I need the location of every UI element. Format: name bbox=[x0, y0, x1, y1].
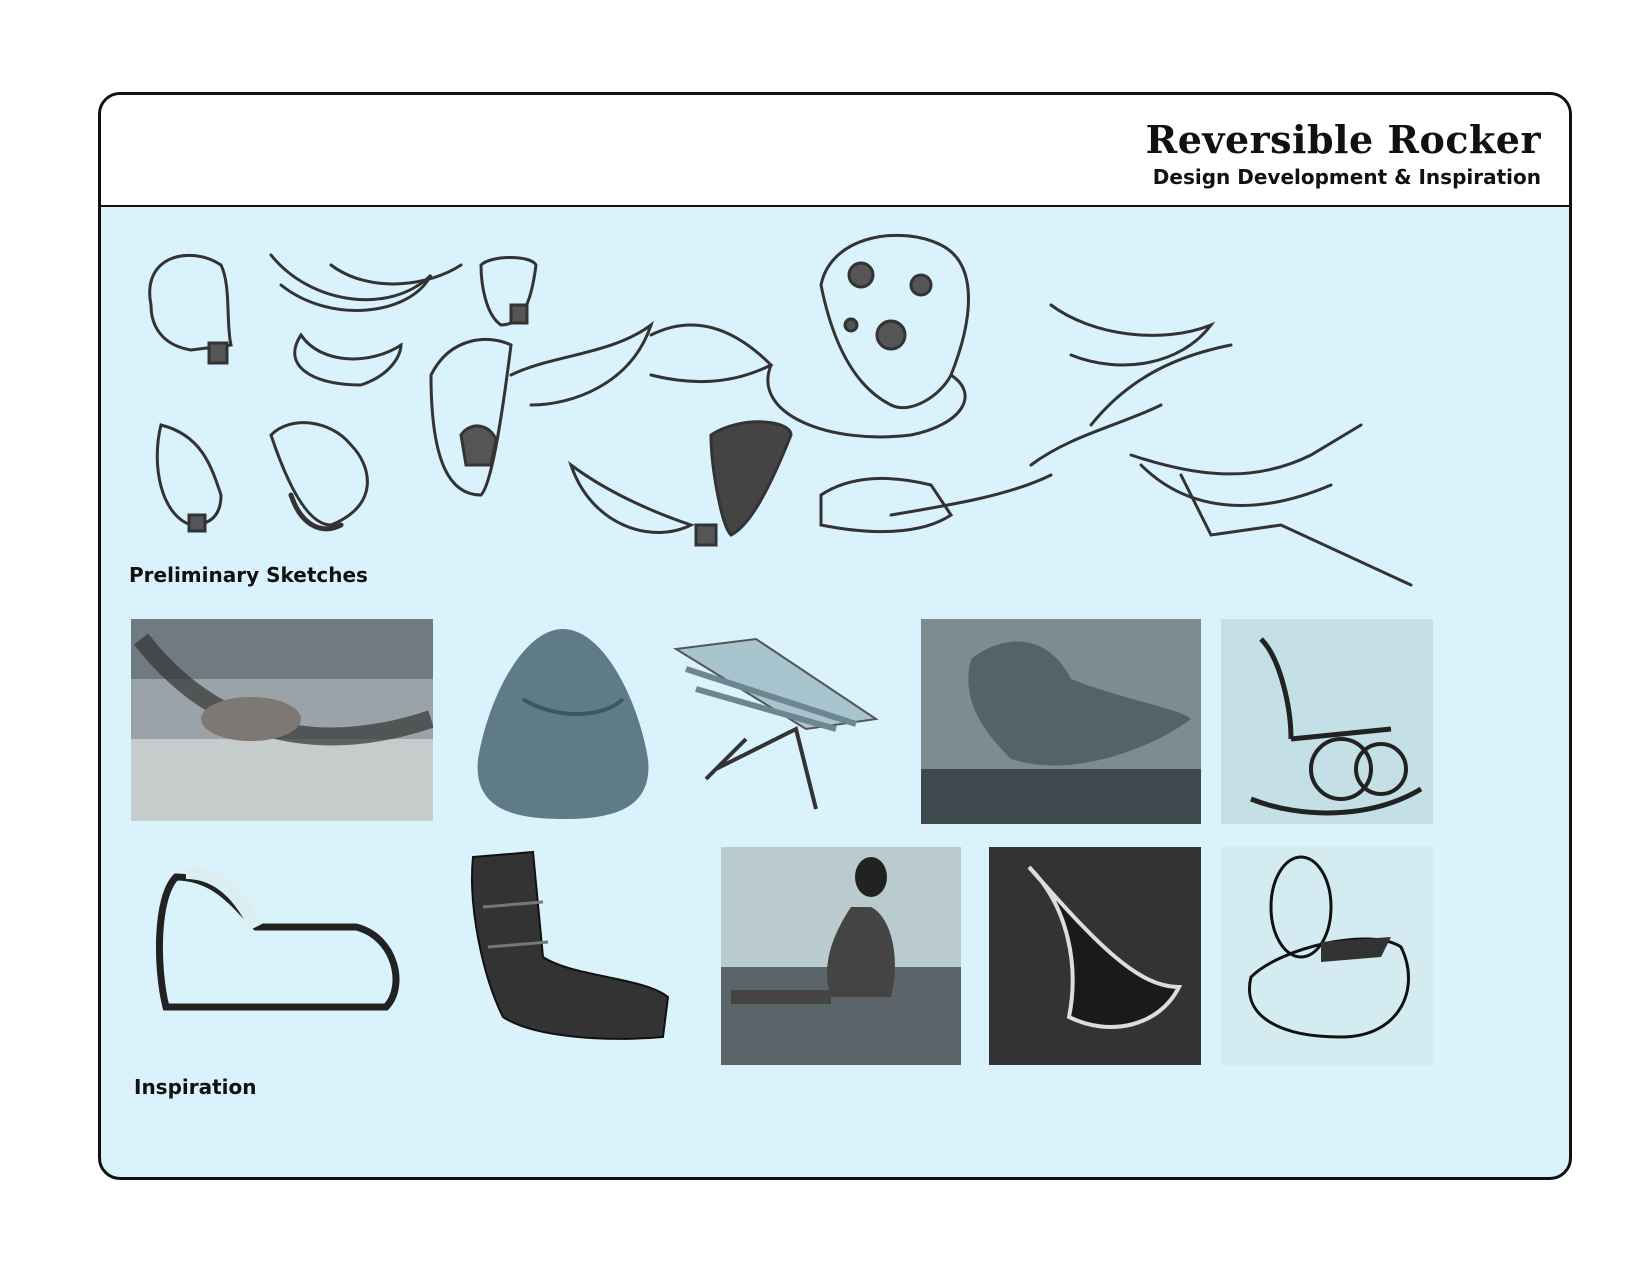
beach-chair-photo bbox=[666, 619, 886, 821]
inspiration-label: Inspiration bbox=[134, 1075, 257, 1099]
wire-rocker-photo bbox=[1221, 847, 1433, 1065]
preliminary-sketches-label: Preliminary Sketches bbox=[129, 563, 368, 587]
surreal-sofa-photo bbox=[921, 619, 1201, 824]
board-title: Reversible Rocker bbox=[1145, 117, 1541, 162]
board-subtitle: Design Development & Inspiration bbox=[1152, 165, 1541, 189]
beanbag-photo bbox=[463, 619, 663, 821]
preliminary-sketches-drawing bbox=[148, 233, 1413, 587]
bentwood-rocker-photo bbox=[1221, 619, 1433, 824]
presentation-board: Reversible Rocker Design Development & I… bbox=[98, 92, 1572, 1180]
hammock-photo bbox=[131, 619, 433, 821]
floor-chair-photo bbox=[721, 847, 961, 1065]
board-header: Reversible Rocker Design Development & I… bbox=[101, 95, 1569, 207]
tube-rocker-photo bbox=[156, 867, 416, 1037]
sculpted-rocker-photo bbox=[989, 847, 1201, 1065]
gaming-rocker-photo bbox=[453, 847, 675, 1047]
